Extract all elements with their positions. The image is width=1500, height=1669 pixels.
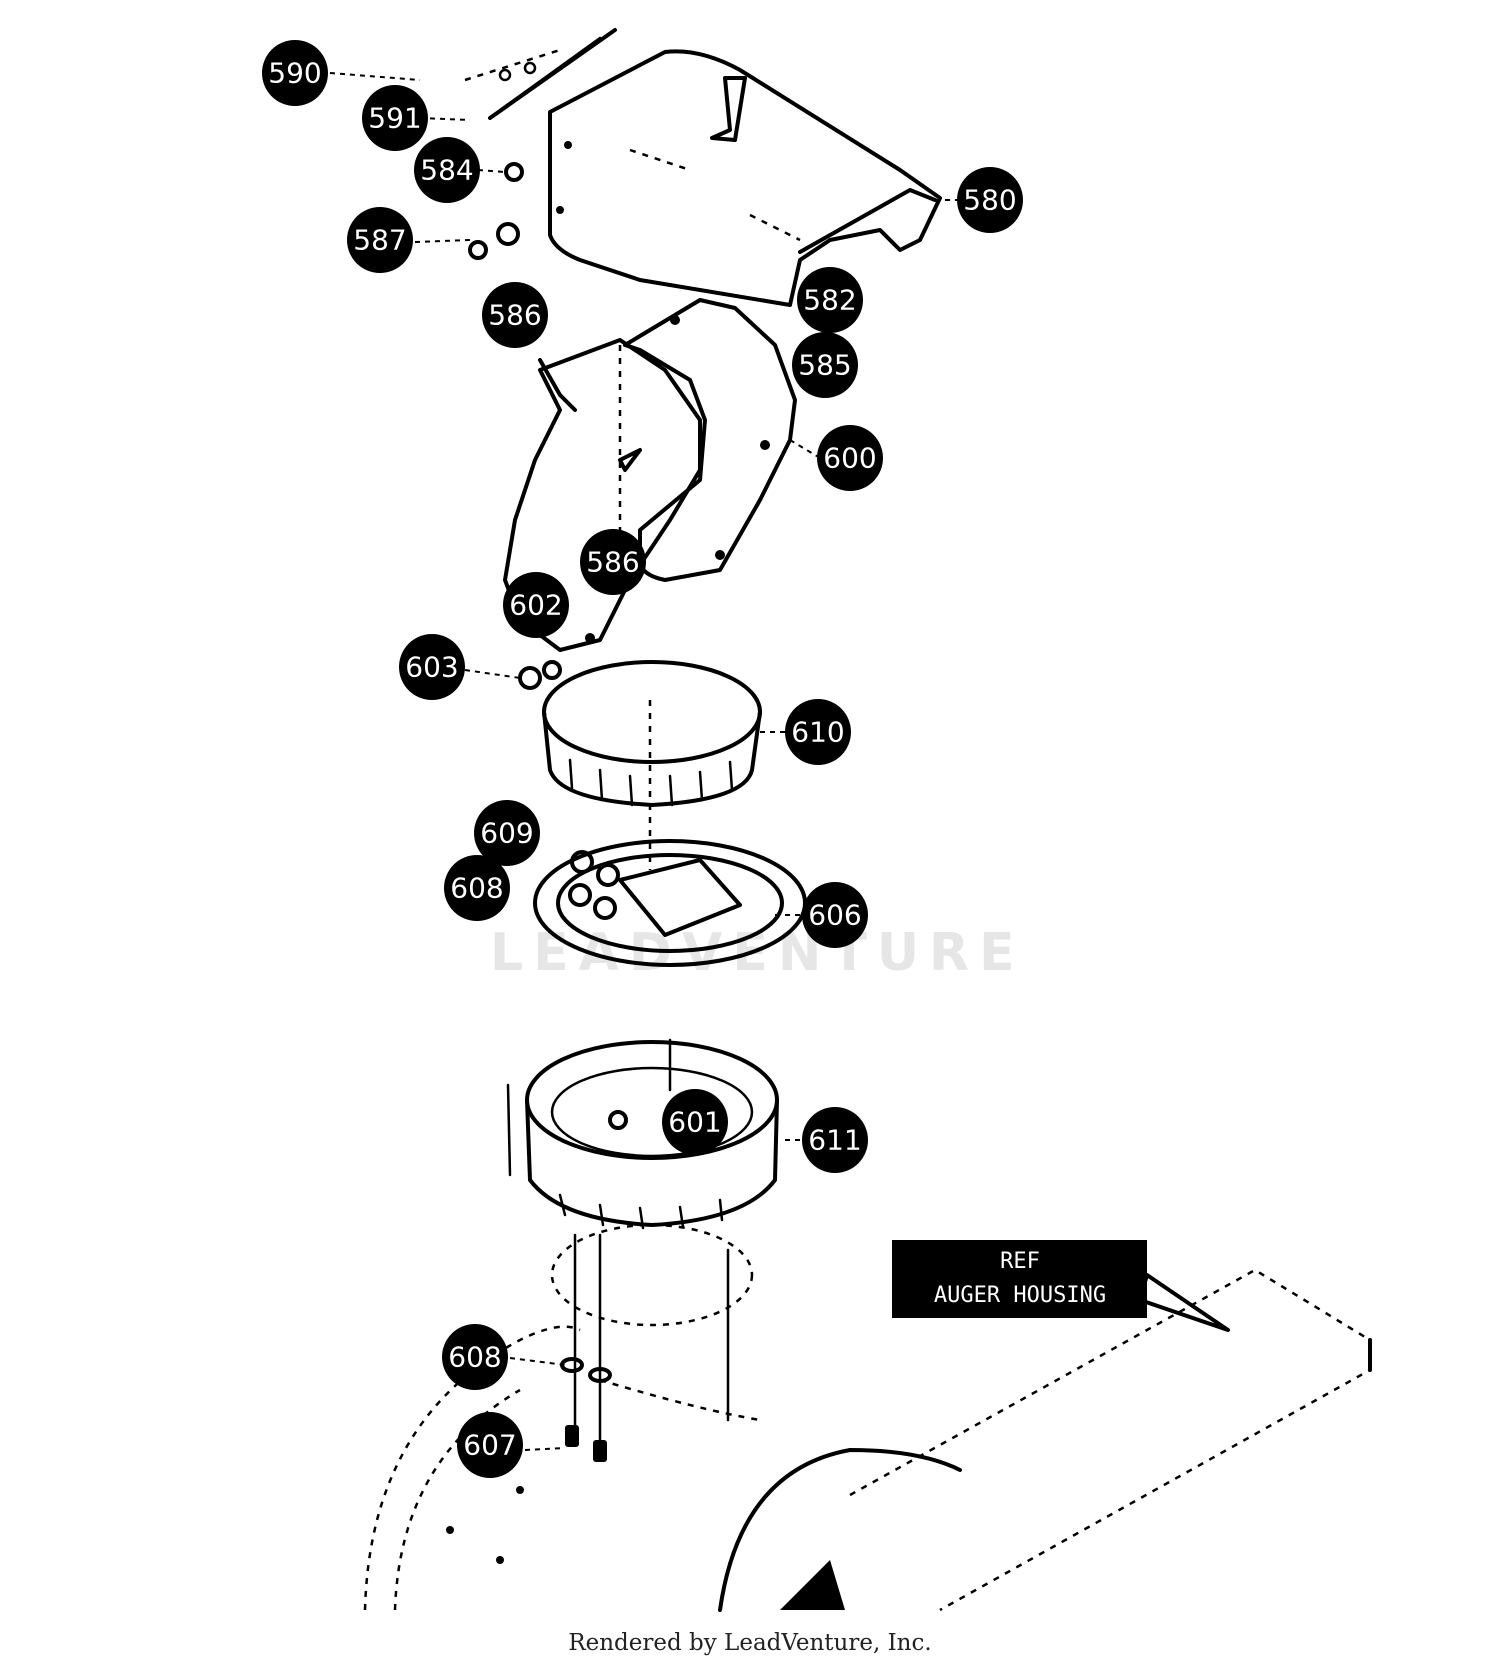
auger-housing [363,1268,1372,1612]
callout-586: 586 [580,529,646,595]
callout-label: 591 [368,102,421,135]
callout-586: 586 [482,282,548,348]
deflector-handle-hardware [464,28,617,120]
ref-line-1: REF [1000,1249,1040,1274]
callout-607: 607 [457,1412,523,1478]
callout-label: 600 [823,442,876,475]
callout-591: 591 [362,85,428,151]
callout-label: 582 [803,284,856,317]
callout-608: 608 [444,855,510,921]
footer-credit: Rendered by LeadVenture, Inc. [568,1630,932,1656]
callout-601: 601 [662,1089,728,1155]
callout-610: 610 [785,699,851,765]
chute-deflector [548,49,942,307]
callout-label: 585 [798,349,851,382]
callout-label: 602 [509,589,562,622]
callout-label: 608 [450,872,503,905]
chute-nut [518,660,562,690]
callout-600: 600 [817,425,883,491]
callout-606: 606 [802,882,868,948]
callout-label: 603 [405,651,458,684]
callout-580: 580 [957,167,1023,233]
callout-label: 610 [791,716,844,749]
auger-housing-ref-label: REF AUGER HOUSING [892,1240,1230,1332]
callout-label: 586 [488,299,541,332]
callout-585: 585 [792,332,858,398]
callout-608: 608 [442,1324,508,1390]
callout-label: 606 [808,899,861,932]
callout-584: 584 [414,137,480,203]
chute-ring [506,1038,779,1230]
callout-label: 587 [353,224,406,257]
adapter-plate [550,1223,754,1447]
chute-base-plate [533,839,807,967]
chute-flange-ring [542,660,762,870]
callout-602: 602 [503,572,569,638]
callout-label: 609 [480,817,533,850]
callout-label: 607 [463,1429,516,1462]
callout-label: 601 [668,1106,721,1139]
callout-label: 608 [448,1341,501,1374]
nuts [468,162,524,260]
callout-label: 590 [268,57,321,90]
bolts [560,1357,612,1462]
callout-603: 603 [399,634,465,700]
callout-label: 580 [963,184,1016,217]
callout-590: 590 [262,40,328,106]
discharge-chute [503,298,797,652]
callout-582: 582 [797,267,863,333]
callout-label: 611 [808,1124,861,1157]
ref-line-2: AUGER HOUSING [934,1283,1106,1308]
callout-label: 586 [586,546,639,579]
callout-587: 587 [347,207,413,273]
callout-611: 611 [802,1107,868,1173]
callout-609: 609 [474,800,540,866]
callout-label: 584 [420,154,473,187]
